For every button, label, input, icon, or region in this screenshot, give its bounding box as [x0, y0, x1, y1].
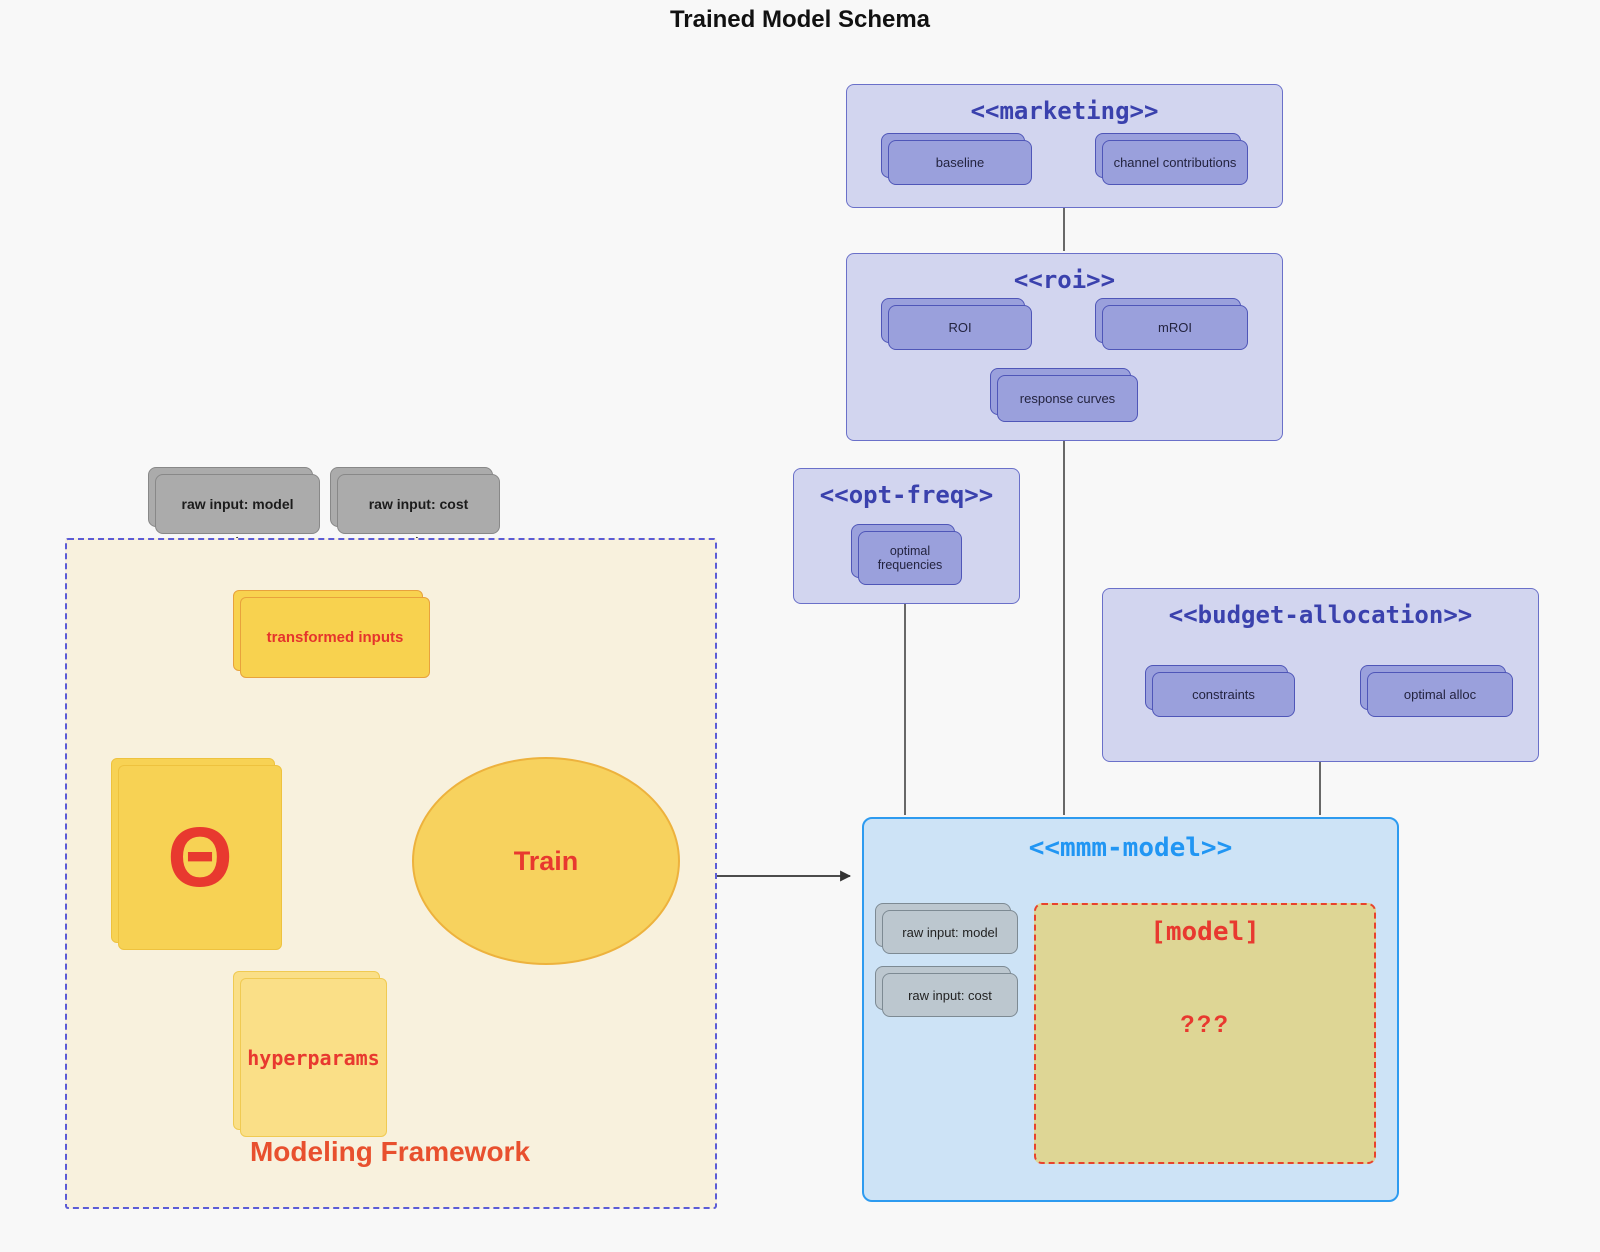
node-raw-input-model: raw input: model	[155, 474, 320, 534]
node-mmm-raw-input-model: raw input: model	[882, 910, 1018, 954]
node-optimal-frequencies: optimal frequencies	[858, 531, 962, 585]
node-channel-contributions: channel contributions	[1102, 140, 1248, 185]
node-model-placeholder: [model] ???	[1034, 903, 1376, 1164]
group-mmm-model-title: <<mmm-model>>	[1028, 833, 1233, 863]
node-theta: Θ	[118, 765, 282, 950]
node-raw-input-cost: raw input: cost	[337, 474, 500, 534]
page-title: Trained Model Schema	[669, 6, 931, 33]
node-response-curves: response curves	[997, 375, 1138, 422]
modeling-framework-label: Modeling Framework	[249, 1136, 531, 1167]
node-transformed-inputs: transformed inputs	[240, 597, 430, 678]
node-train-ellipse: Train	[412, 757, 680, 965]
node-hyperparams: hyperparams	[240, 978, 387, 1137]
node-roi: ROI	[888, 305, 1032, 350]
node-mroi: mROI	[1102, 305, 1248, 350]
node-constraints: constraints	[1152, 672, 1295, 717]
group-roi-title: <<roi>>	[1013, 266, 1116, 294]
group-marketing-title: <<marketing>>	[970, 97, 1159, 125]
node-optimal-alloc: optimal alloc	[1367, 672, 1513, 717]
node-mmm-raw-input-cost: raw input: cost	[882, 973, 1018, 1017]
model-unknown-text: ???	[1180, 1011, 1230, 1038]
group-budget-allocation-title: <<budget-allocation>>	[1168, 601, 1473, 629]
group-opt-freq-title: <<opt-freq>>	[819, 481, 994, 509]
node-baseline: baseline	[888, 140, 1032, 185]
model-label: [model]	[1150, 917, 1260, 947]
